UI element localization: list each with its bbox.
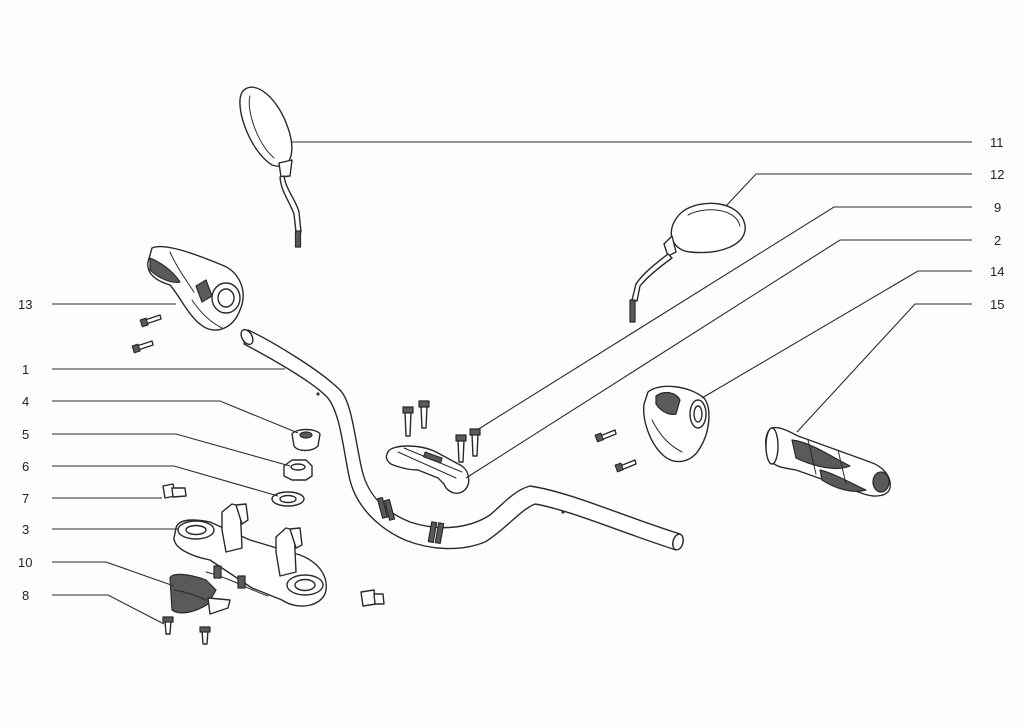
- part-7-bolt: [162, 483, 187, 499]
- leader-14: [701, 270, 972, 399]
- part-loose-bolt: [360, 589, 385, 607]
- part-13-left-switch: [147, 245, 244, 331]
- leader-9: [476, 206, 972, 431]
- callout-11: 11: [990, 135, 1004, 150]
- part-14-right-switch: [643, 385, 710, 463]
- callout-4: 4: [22, 394, 29, 409]
- callout-1: 1: [22, 362, 29, 377]
- callout-15: 15: [990, 297, 1004, 312]
- part-13-screws: [131, 314, 162, 354]
- part-15-grip: [765, 426, 891, 497]
- leader-4: [52, 400, 299, 434]
- callout-7: 7: [22, 491, 29, 506]
- part-1-handlebar: [240, 328, 684, 551]
- callout-6: 6: [22, 459, 29, 474]
- leader-2: [465, 239, 972, 479]
- part-10-lower-cover: [169, 573, 231, 615]
- part-3-top-clamp: [173, 503, 327, 607]
- part-14-screws: [594, 429, 637, 473]
- callout-10: 10: [18, 555, 32, 570]
- callout-8: 8: [22, 588, 29, 603]
- callout-labels: 11 12 9 2 14 15 13 1 4 5 6 7 3 10 8: [18, 135, 1004, 603]
- part-8-screws: [162, 616, 211, 645]
- callout-3: 3: [22, 522, 29, 537]
- part-9-clamp-bolts: [402, 400, 481, 463]
- leader-lines: [52, 141, 972, 625]
- part-11-left-mirror: [239, 86, 302, 248]
- callout-9: 9: [994, 200, 1001, 215]
- leader-5: [52, 433, 291, 467]
- part-12-right-mirror: [629, 202, 746, 323]
- callout-13: 13: [18, 297, 32, 312]
- callout-5: 5: [22, 427, 29, 442]
- leader-6: [52, 465, 279, 497]
- leader-8: [52, 594, 165, 625]
- callout-12: 12: [990, 167, 1004, 182]
- part-6-washer: [271, 491, 305, 507]
- part-2-bar-clamp: [385, 445, 470, 494]
- part-5-hex-nut: [283, 459, 313, 481]
- part-4-cap-nut: [291, 428, 321, 452]
- leader-12: [725, 173, 972, 207]
- callout-2: 2: [994, 233, 1001, 248]
- leader-10: [52, 561, 175, 587]
- leader-15: [796, 303, 972, 433]
- callout-14: 14: [990, 264, 1004, 279]
